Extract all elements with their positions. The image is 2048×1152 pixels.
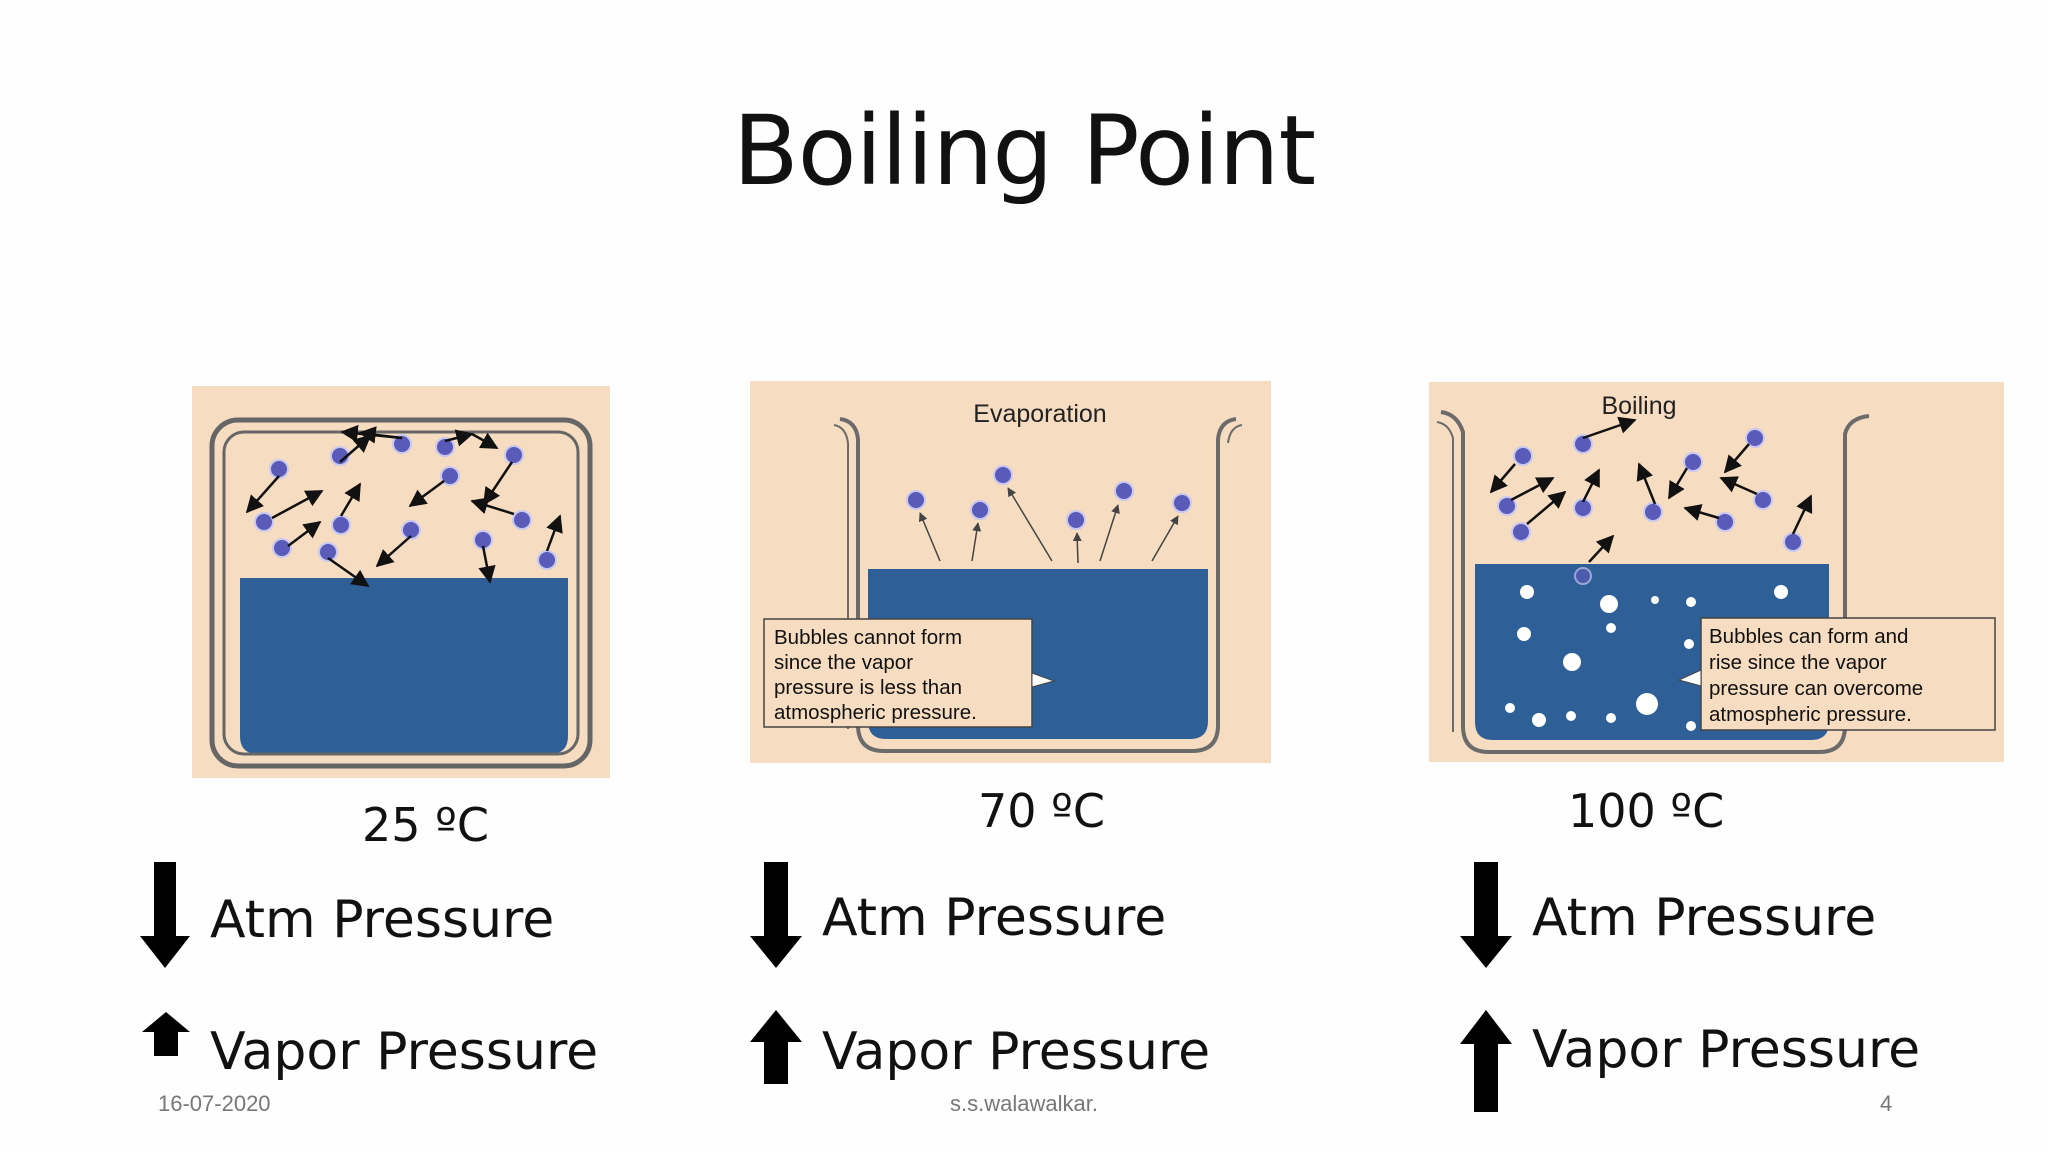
vapor-pressure-label-100: Vapor Pressure	[1532, 1020, 1920, 1080]
arrow-down-icon	[140, 862, 190, 968]
closed-container-diagram	[192, 386, 610, 778]
vapor-pressure-label-25: Vapor Pressure	[210, 1022, 598, 1082]
vapor-pressure-label-70: Vapor Pressure	[822, 1022, 1210, 1082]
atm-pressure-label-25: Atm Pressure	[210, 890, 554, 950]
slide-title: Boiling Point	[0, 95, 2048, 207]
arrow-down-icon	[1460, 862, 1512, 968]
arrow-up-icon	[750, 1010, 802, 1084]
callout-line-3: pressure can overcome	[1709, 677, 1923, 700]
footer-page-number: 4	[1880, 1091, 1892, 1117]
evaporation-label: Evaporation	[973, 400, 1106, 428]
callout-line-1: Bubbles cannot form	[774, 626, 962, 649]
panel-25c	[192, 386, 610, 778]
panel-100c: Boiling	[1429, 382, 2004, 762]
open-beaker-boiling-diagram: Boiling	[1429, 382, 2004, 762]
arrow-down-icon	[750, 862, 802, 968]
callout-line-4: atmospheric pressure.	[774, 701, 977, 724]
atm-pressure-label-100: Atm Pressure	[1532, 888, 1876, 948]
arrow-up-icon	[142, 1012, 190, 1056]
temperature-label-25: 25 ºC	[362, 798, 489, 852]
callout-line-3: pressure is less than	[774, 676, 962, 699]
callout-line-1: Bubbles can form and	[1709, 625, 1908, 648]
temperature-label-70: 70 ºC	[978, 784, 1105, 838]
temperature-label-100: 100 ºC	[1568, 784, 1724, 838]
callout-line-2: rise since the vapor	[1709, 651, 1887, 674]
atm-pressure-label-70: Atm Pressure	[822, 888, 1166, 948]
footer-author: s.s.walawalkar.	[950, 1091, 1098, 1117]
callout-line-4: atmospheric pressure.	[1709, 703, 1912, 726]
open-beaker-evaporation-diagram: Evaporation Bubbles cannot form since th…	[750, 381, 1271, 763]
panel-70c: Evaporation Bubbles cannot form since th…	[750, 381, 1271, 763]
callout-line-2: since the vapor	[774, 651, 913, 674]
boiling-label: Boiling	[1601, 392, 1676, 420]
footer-date: 16-07-2020	[158, 1091, 271, 1117]
arrow-up-icon	[1460, 1010, 1512, 1112]
